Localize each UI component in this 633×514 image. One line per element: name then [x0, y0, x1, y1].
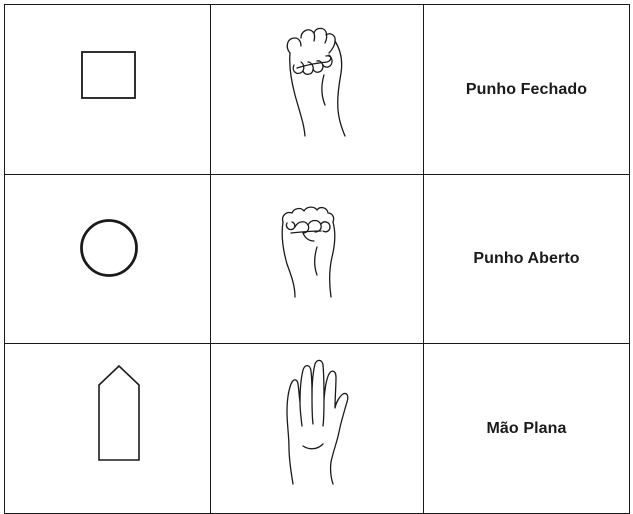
- hand-cell: [210, 174, 424, 344]
- flat-hand-icon: [286, 359, 349, 485]
- symbol-grid: Punho Fechado: [4, 4, 630, 514]
- hand-cell: [210, 343, 424, 514]
- shape-cell: [4, 343, 211, 514]
- closed-fist-icon: [286, 27, 346, 137]
- gesture-label: Punho Aberto: [473, 250, 580, 267]
- table-row: Punho Fechado: [4, 4, 630, 175]
- open-fist-icon: [281, 206, 336, 298]
- label-cell: Punho Aberto: [423, 174, 630, 344]
- symbol-table: Punho Fechado: [4, 4, 630, 514]
- pentagon-tall-icon: [98, 364, 140, 461]
- label-cell: Mão Plana: [423, 343, 630, 514]
- gesture-label: Punho Fechado: [465, 80, 588, 98]
- shape-cell: [4, 174, 211, 344]
- hand-cell: [210, 4, 424, 175]
- shape-cell: [4, 4, 211, 175]
- label-cell: Punho Fechado: [423, 4, 630, 175]
- table-row: Punho Aberto: [4, 174, 630, 344]
- gesture-label: Mão Plana: [486, 419, 567, 437]
- table-row: Mão Plana: [4, 343, 630, 514]
- rectangle-icon: [81, 51, 136, 99]
- circle-icon: [80, 219, 138, 277]
